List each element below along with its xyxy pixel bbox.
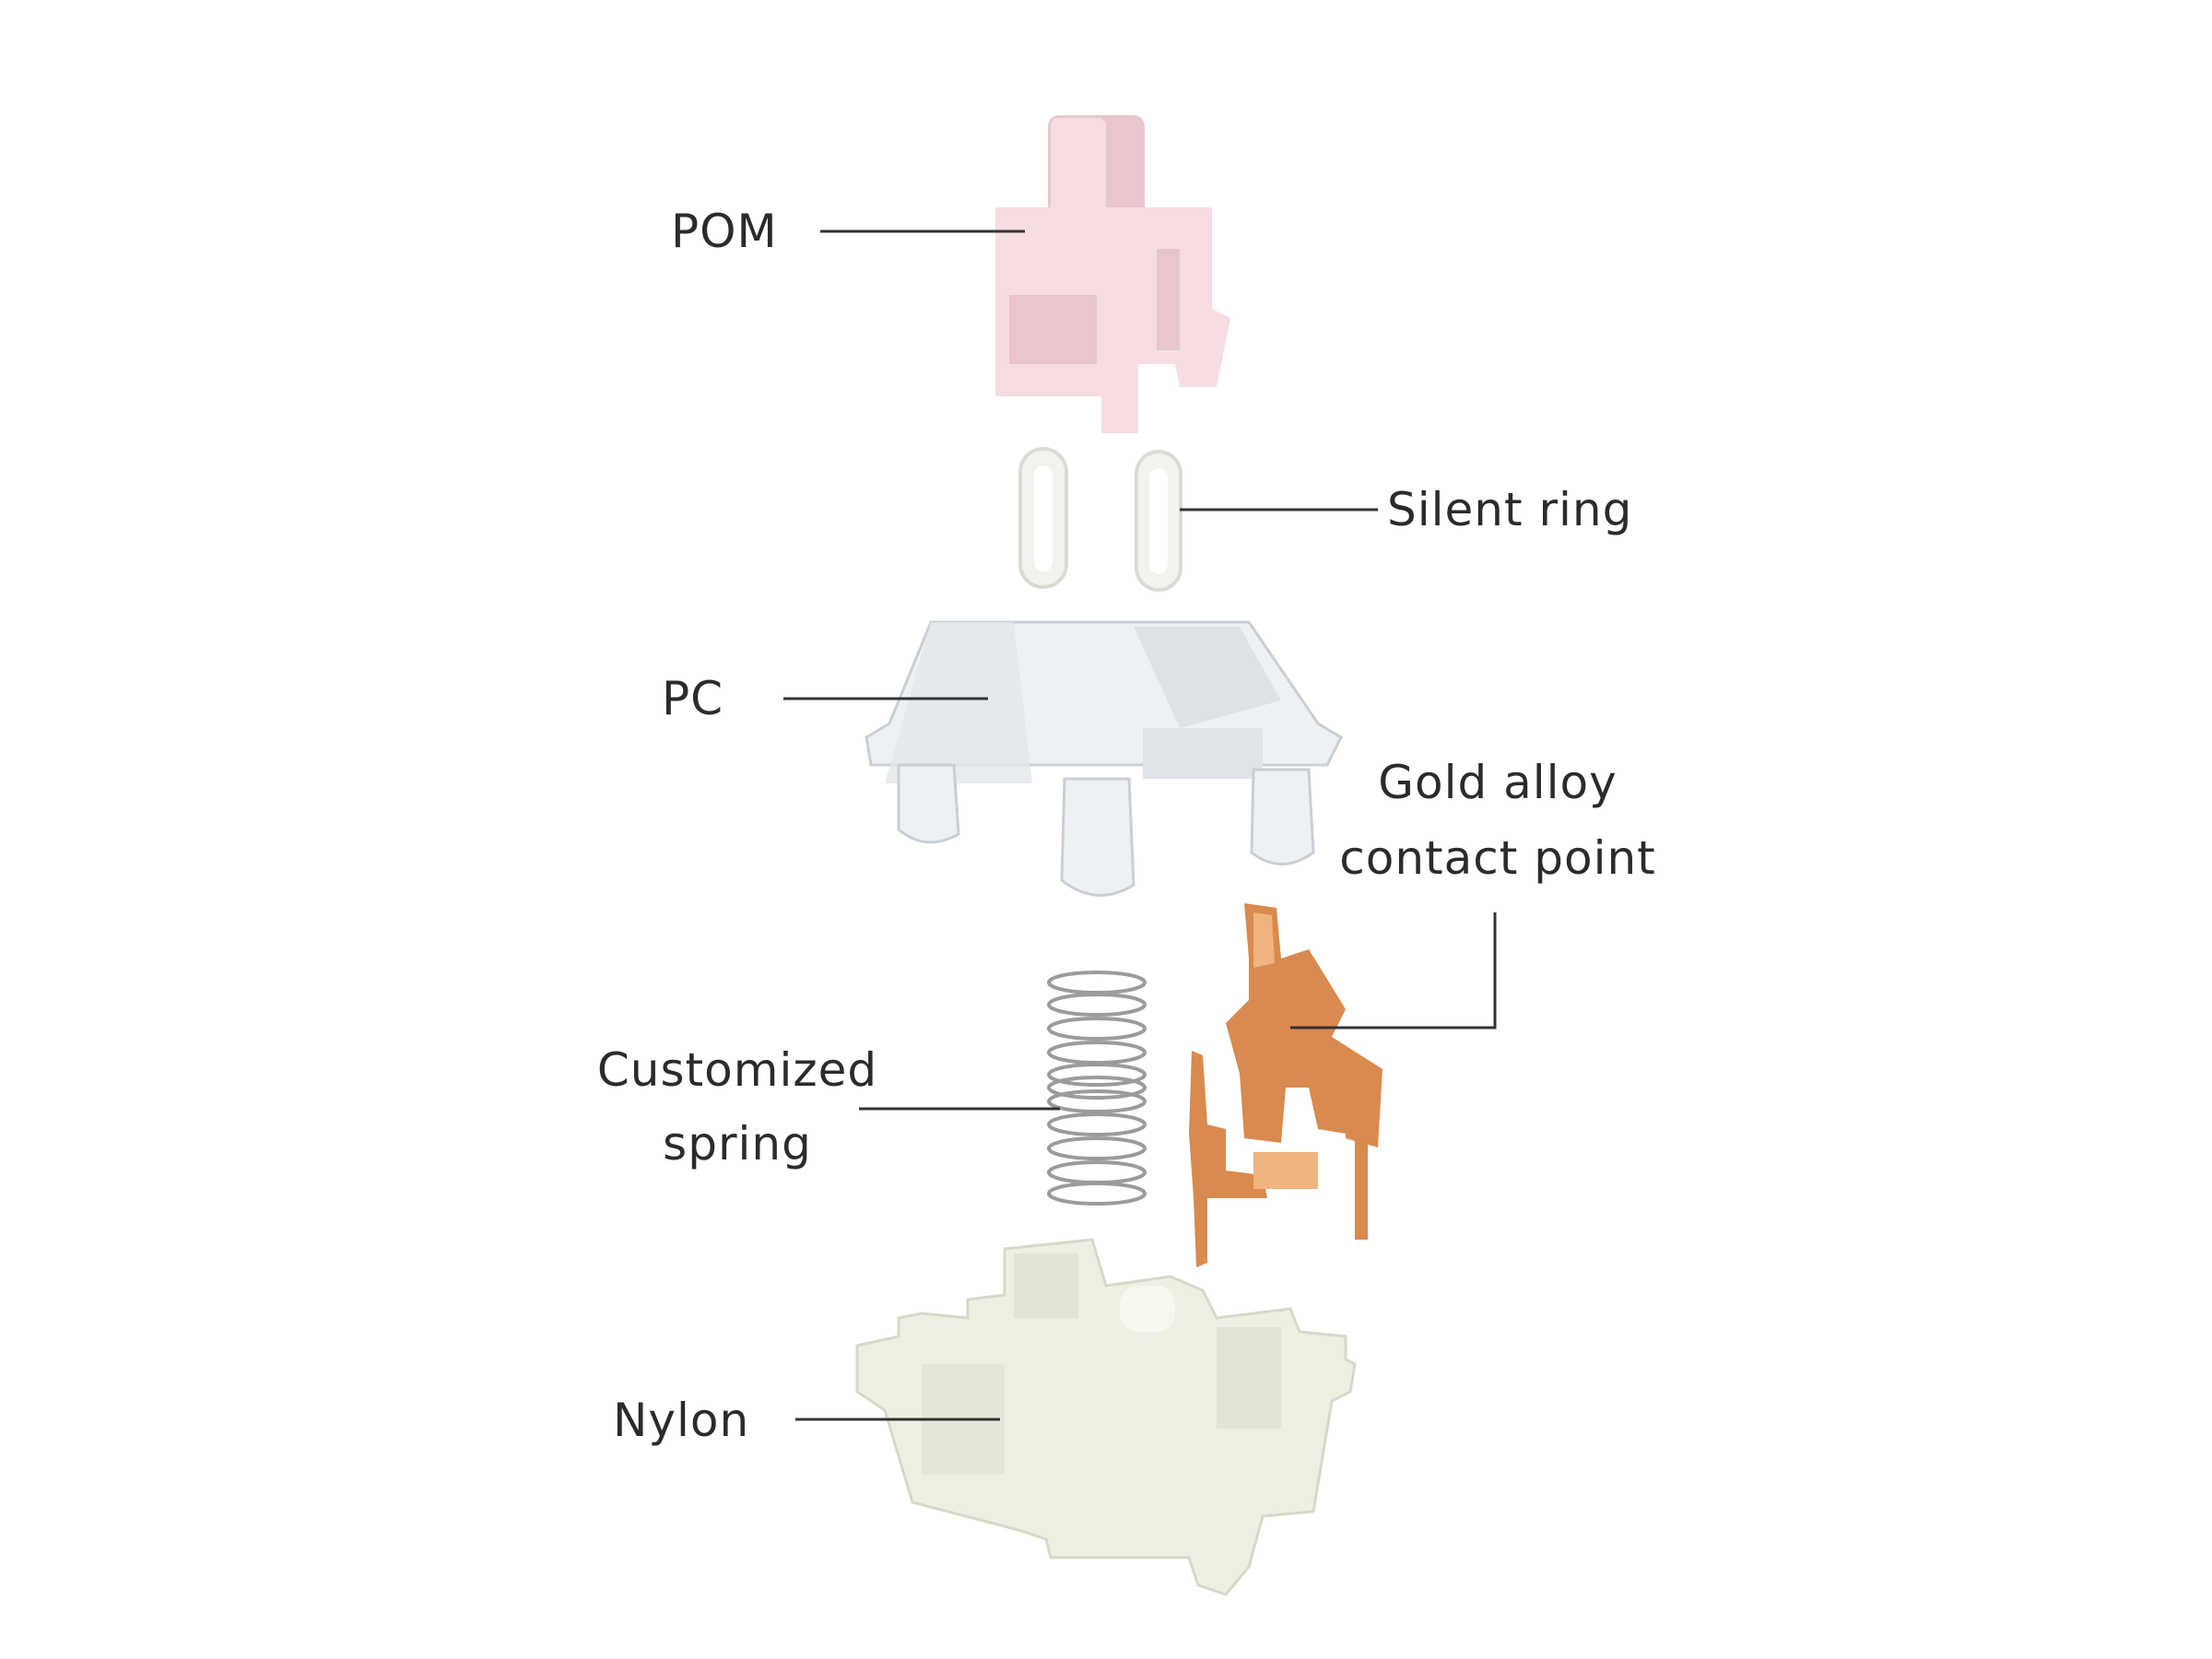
label-nylon: Nylon [613, 1394, 750, 1447]
spring-part [1047, 971, 1147, 1206]
label-pc: PC [662, 672, 724, 725]
label-gold-contact-line2: contact point [1339, 831, 1656, 885]
contact-part [1189, 903, 1382, 1267]
label-pom: POM [671, 205, 778, 258]
stem-part [995, 115, 1230, 433]
leader-lines [783, 229, 1497, 1421]
silent-rings [1018, 447, 1182, 592]
contact-leader [1290, 912, 1497, 1030]
label-spring-line1: Customized [596, 1043, 878, 1097]
top-housing-part [865, 620, 1343, 897]
label-gold-contact-line1: Gold alloy [1378, 756, 1618, 809]
bottom-housing-part [855, 1238, 1357, 1596]
label-silent-ring: Silent ring [1387, 483, 1633, 536]
label-spring-line2: spring [663, 1117, 812, 1171]
